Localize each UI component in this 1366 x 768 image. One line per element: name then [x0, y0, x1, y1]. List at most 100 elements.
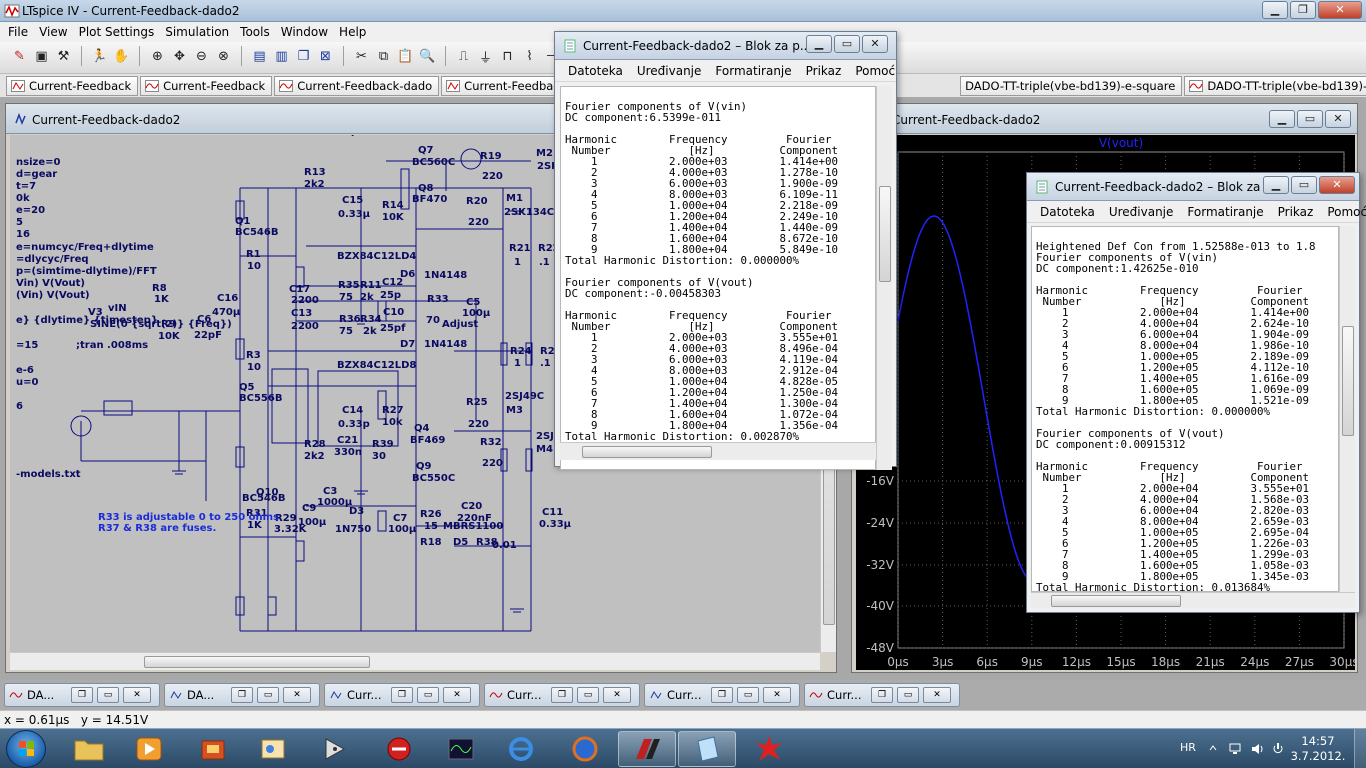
component-label[interactable]: R27 [382, 405, 404, 416]
component-label[interactable]: 1K [247, 520, 262, 531]
paste-icon[interactable]: 📋 [397, 48, 414, 64]
menu-uredivanje[interactable]: Uređivanje [1108, 205, 1174, 219]
component-label[interactable]: 1 [514, 358, 521, 369]
component-label[interactable]: R29 [275, 513, 297, 524]
antivirus-taskbar-icon[interactable] [370, 731, 428, 767]
component-label[interactable]: R34 [360, 314, 382, 325]
component-label[interactable]: 10 [247, 362, 261, 373]
component-label[interactable]: 1000µ [317, 497, 353, 508]
close-icon[interactable]: ✕ [923, 687, 951, 703]
maximize-icon[interactable]: ▭ [417, 687, 439, 703]
scroll-thumb[interactable] [879, 186, 891, 282]
spice-directive[interactable]: p=(simtime-dlytime)/FFT [16, 266, 157, 277]
restore-icon[interactable]: ❐ [391, 687, 413, 703]
component-label[interactable]: R21 [509, 243, 531, 254]
component-label[interactable]: 2k2 [304, 179, 325, 190]
pan-icon[interactable]: ✥ [174, 48, 185, 64]
component-label[interactable]: 220 [468, 419, 489, 430]
component-label[interactable]: R18 [420, 537, 442, 548]
resistor-icon[interactable]: ⌇ [526, 48, 533, 64]
minimized-window-3[interactable]: Curr... ❐▭✕ [324, 683, 480, 707]
component-label[interactable]: 70 [426, 315, 440, 326]
app-taskbar-icon[interactable] [740, 731, 798, 767]
spice-directive[interactable]: 16 [16, 229, 30, 240]
close-icon[interactable]: ✕ [763, 687, 791, 703]
component-label[interactable]: C12 [382, 277, 404, 288]
speaker-icon[interactable] [1250, 741, 1266, 757]
component-label[interactable]: Adjust [442, 319, 479, 330]
component-label[interactable]: 1 [514, 257, 521, 268]
component-label[interactable]: R25 [466, 397, 488, 408]
spice-directive[interactable]: nsize=0 [16, 157, 61, 168]
component-label[interactable]: BC556B [243, 135, 286, 136]
component-label[interactable]: D6 [400, 269, 416, 280]
minimized-window-2[interactable]: DA... ❐▭✕ [164, 683, 320, 707]
component-label[interactable]: 2k2 [304, 451, 325, 462]
component-label[interactable]: 0.01 [492, 540, 517, 551]
component-label[interactable]: 10k [382, 417, 403, 428]
component-label[interactable]: 2k [363, 326, 377, 337]
internet-explorer-taskbar-icon[interactable] [492, 731, 550, 767]
halt-icon[interactable]: ✋ [113, 48, 130, 64]
component-label[interactable]: 2200 [291, 295, 319, 306]
language-indicator[interactable]: HR [1180, 741, 1196, 754]
component-label[interactable]: BC546B [242, 493, 286, 504]
notepad-minimize-button[interactable]: ▁ [1263, 176, 1289, 194]
component-label[interactable]: 100µ [462, 308, 491, 319]
close-icon[interactable]: ✕ [283, 687, 311, 703]
component-label[interactable]: 1N4148 [424, 339, 468, 350]
component-label[interactable]: 1N4148 [424, 270, 468, 281]
spice-directive[interactable]: ;tran .008ms [76, 340, 149, 351]
spice-directive[interactable]: =dlycyc/Freq [16, 254, 89, 265]
component-label[interactable]: C9 [302, 503, 317, 514]
scroll-thumb[interactable] [1342, 326, 1354, 436]
maximize-icon[interactable]: ▭ [97, 687, 119, 703]
component-label[interactable]: 2SJ49C [505, 391, 545, 402]
maximize-icon[interactable]: ▭ [577, 687, 599, 703]
component-label[interactable]: BZX84C12LD8 [337, 360, 417, 371]
component-label[interactable]: Q8 [418, 183, 434, 194]
menu-prikaz[interactable]: Prikaz [1277, 205, 1314, 219]
spice-directive[interactable]: u=0 [16, 377, 39, 388]
spice-directive[interactable]: t=7 [16, 181, 37, 192]
notepad-maximize-button[interactable]: ▭ [1291, 176, 1317, 194]
minimized-window-5[interactable]: Curr... ❐▭✕ [644, 683, 800, 707]
control-panel-taskbar-icon[interactable] [184, 731, 242, 767]
component-label[interactable]: R24 [510, 346, 532, 357]
network-icon[interactable] [1228, 741, 1244, 757]
component-label[interactable]: BF469 [410, 435, 446, 446]
component-label[interactable]: R26 [420, 509, 442, 520]
media-player-taskbar-icon[interactable] [120, 731, 178, 767]
component-label[interactable]: .1 [539, 257, 550, 268]
close-windows-icon[interactable]: ⊠ [320, 48, 331, 64]
notepad-maximize-button[interactable]: ▭ [834, 35, 860, 53]
component-label[interactable]: R3 [246, 350, 261, 361]
component-label[interactable]: 100µ [388, 524, 417, 535]
component-label[interactable]: 220 [468, 217, 489, 228]
plot-close-button[interactable]: ✕ [1325, 110, 1351, 128]
tray-arrow-icon[interactable] [1208, 743, 1218, 753]
component-label[interactable]: 25p [380, 290, 402, 301]
trace-label[interactable]: V(vout) [1099, 136, 1143, 150]
menu-window[interactable]: Window [280, 25, 329, 39]
component-label[interactable]: BZX84C12LD4 [337, 251, 417, 262]
spice-directive[interactable]: Vin) V(Vout) [16, 278, 86, 289]
component-label[interactable]: V3 [88, 307, 103, 318]
component-label[interactable]: .1 [540, 358, 551, 369]
paint-taskbar-icon[interactable] [244, 731, 302, 767]
component-label[interactable]: R22 [538, 243, 560, 254]
notepad-text-area[interactable]: Heightened Def Con from 1.52588e-013 to … [1031, 226, 1339, 592]
component-label[interactable]: Q5 [239, 382, 255, 393]
firefox-taskbar-icon[interactable] [556, 731, 614, 767]
tile-vertical-icon[interactable]: ▥ [275, 48, 288, 64]
tab-window-6[interactable]: DADO-TT-triple(vbe-bd139)-e-square [1184, 76, 1366, 96]
oscilloscope-taskbar-icon[interactable] [432, 731, 490, 767]
component-label[interactable]: 2SK134C [504, 207, 555, 218]
spice-directive[interactable]: e=numcyc/Freq+dlytime [16, 242, 154, 253]
ground-icon[interactable]: ⏚ [478, 50, 492, 66]
schematic-hscroll[interactable] [10, 652, 820, 670]
notepad-text-area[interactable]: Fourier components of V(vin)DC component… [560, 86, 876, 470]
spice-directive[interactable]: =15 [16, 340, 39, 351]
notepad-hscroll[interactable] [560, 442, 876, 460]
component-label[interactable]: M3 [506, 405, 523, 416]
